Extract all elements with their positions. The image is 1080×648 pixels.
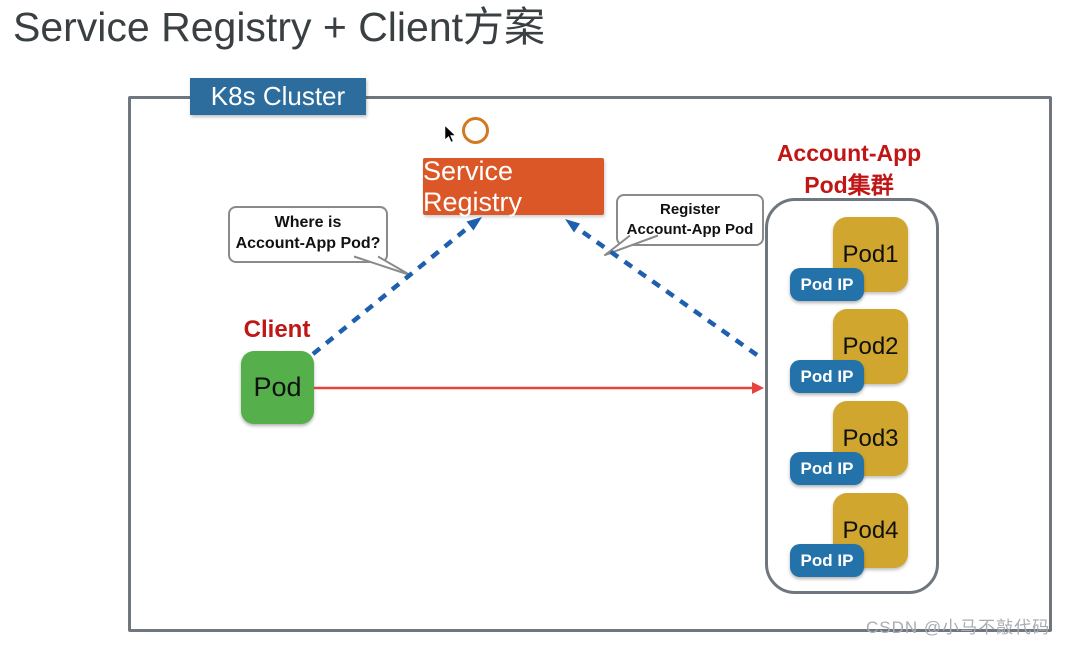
register-bubble: Register Account-App Pod xyxy=(616,194,764,246)
watermark: CSDN @小马不敲代码 xyxy=(866,618,1051,637)
pod-cluster-title-line1: Account-App xyxy=(776,140,922,166)
pod-ip-badge: Pod IP xyxy=(790,360,864,393)
pod-cluster-boundary xyxy=(765,198,939,594)
pod-ip-badge: Pod IP xyxy=(790,268,864,301)
pod-cluster-title-line2: Pod集群 xyxy=(804,172,894,198)
client-pod-box: Pod xyxy=(241,351,314,424)
page-title: Service Registry + Client方案 xyxy=(13,4,546,50)
pod-cluster-title: Account-App Pod集群 xyxy=(765,137,933,201)
k8s-cluster-label: K8s Cluster xyxy=(190,78,366,115)
pod-ip-badge: Pod IP xyxy=(790,544,864,577)
register-line1: Register xyxy=(659,201,721,218)
register-line2: Account-App Pod xyxy=(626,221,754,238)
where-is-bubble: Where is Account-App Pod? xyxy=(228,206,388,263)
mouse-cursor-icon xyxy=(444,124,457,144)
pod-box: Pod2 xyxy=(833,309,908,384)
service-registry-box: Service Registry xyxy=(423,156,604,217)
client-label: Client xyxy=(243,316,311,343)
where-is-line1: Where is xyxy=(274,214,342,231)
k8s-cluster-boundary xyxy=(128,96,1052,632)
pod-ip-badge: Pod IP xyxy=(790,452,864,485)
highlight-circle xyxy=(462,117,489,144)
where-is-line2: Account-App Pod? xyxy=(235,235,381,252)
